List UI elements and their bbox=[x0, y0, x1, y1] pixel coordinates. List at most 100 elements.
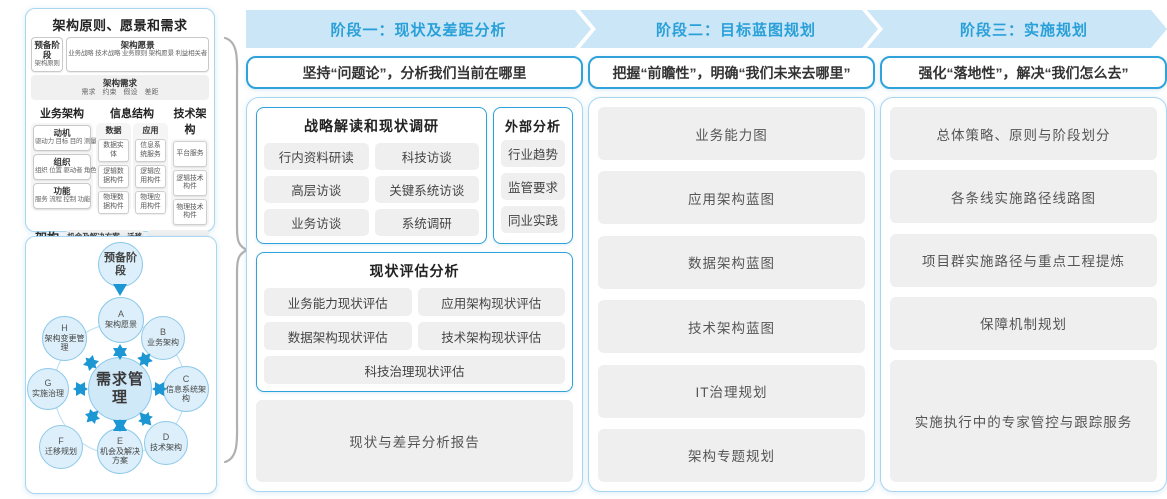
phase-contents: 战略解读和现状调研 行内资料研读 科技访谈 高层访谈 关键系统访谈 业务访谈 系… bbox=[246, 97, 1167, 492]
double-arrow-icon bbox=[138, 411, 153, 427]
wheel-node-a: A 架构愿景 bbox=[98, 297, 144, 343]
survey-item: 关键系统访谈 bbox=[374, 176, 479, 203]
application-subcolumn: 应用 信息系统服务 逻辑应用构件 物理应用构件 bbox=[133, 123, 168, 215]
wheel-node-h: H 架构变更管理 bbox=[42, 316, 87, 361]
architecture-content-panel: 架构原则、愿景和需求 预备阶段 架构原则 架构愿景 业务战略 技术战略 业务原则… bbox=[25, 8, 215, 263]
assessment-title: 现状评估分析 bbox=[369, 263, 460, 279]
data-item: 物理数据构件 bbox=[98, 191, 129, 215]
technology-item: 物理技术构件 bbox=[173, 199, 207, 226]
vision-title: 架构愿景 bbox=[120, 40, 155, 50]
node-letter: F bbox=[58, 436, 64, 447]
node-letter: D bbox=[162, 432, 170, 443]
double-arrow-icon bbox=[84, 408, 101, 425]
wheel-node-d: D 技术架构 bbox=[144, 421, 188, 465]
information-structure-header: 信息结构 bbox=[110, 108, 154, 121]
wheel-prep-circle: 预备阶段 bbox=[98, 242, 143, 287]
requirements-title: 架构需求 bbox=[102, 77, 137, 88]
organization-box: 组织 组织 位置 驱动者 角色 bbox=[33, 154, 97, 181]
technology-architecture-column: 技术架构 平台服务 逻辑技术构件 物理技术构件 bbox=[171, 103, 209, 228]
gap-analysis-report-box: 现状与差异分析报告 bbox=[256, 400, 573, 482]
application-header: 应用 bbox=[142, 126, 159, 136]
phase-2-container: 业务能力图 应用架构蓝图 数据架构蓝图 技术架构蓝图 IT治理规划 架构专题规划 bbox=[588, 97, 875, 492]
phase-taglines: 坚持“问题论”，分析我们当前在哪里 把握“前瞻性”，明确“我们未来去哪里” 强化… bbox=[246, 56, 1167, 89]
double-arrow-icon bbox=[137, 351, 153, 368]
information-structure-column: 信息结构 数据 数据实体 逻辑数据构件 物理数据构件 应用 信息系统服务 逻辑应… bbox=[96, 103, 168, 227]
assessment-box: 现状评估分析 业务能力现状评估 应用架构现状评估 数据架构现状评估 技术架构现状… bbox=[256, 252, 573, 392]
node-letter: E bbox=[116, 435, 123, 446]
phase-1-tagline: 坚持“问题论”，分析我们当前在哪里 bbox=[246, 56, 583, 89]
external-item: 行业趋势 bbox=[501, 140, 565, 167]
assessment-item: 数据架构现状评估 bbox=[264, 322, 412, 350]
phase-3-tagline: 强化“落地性”，解决“我们怎么去” bbox=[880, 56, 1167, 89]
external-item: 同业实践 bbox=[501, 206, 565, 233]
node-letter: G bbox=[44, 378, 52, 389]
phase-3-item: 总体策略、原则与阶段划分 bbox=[890, 107, 1157, 160]
requirements-sub: 需求 约束 假设 差距 bbox=[81, 89, 159, 97]
phase-2-item: 应用架构蓝图 bbox=[598, 171, 865, 225]
organization-title: 组织 bbox=[53, 157, 71, 168]
node-label: 实施治理 bbox=[32, 389, 64, 399]
function-box: 功能 服务 流程 控制 功能 bbox=[33, 183, 91, 210]
wheel-node-f: F 迁移规划 bbox=[39, 425, 83, 469]
prep-phase-box: 预备阶段 架构原则 bbox=[31, 37, 64, 72]
assessment-item: 应用架构现状评估 bbox=[417, 288, 565, 316]
business-architecture-header: 业务架构 bbox=[40, 108, 84, 121]
prep-phase-title: 预备阶段 bbox=[34, 40, 60, 61]
node-letter: A bbox=[117, 309, 124, 320]
adm-wheel-panel: 预备阶段 A 架构愿景 B 业务架构 C 信息系统架构 D 技术架构 E 机会及… bbox=[25, 236, 217, 494]
node-label: 机会及解决方案 bbox=[100, 446, 140, 465]
assessment-item: 技术架构现状评估 bbox=[417, 322, 565, 350]
survey-item: 高层访谈 bbox=[264, 176, 369, 203]
node-label: 信息系统架构 bbox=[166, 384, 206, 403]
node-label: 迁移规划 bbox=[45, 447, 77, 457]
survey-item: 科技访谈 bbox=[374, 143, 479, 170]
node-letter: B bbox=[159, 327, 166, 338]
phase-1-ribbon: 阶段一：现状及差距分析 bbox=[246, 10, 591, 48]
phase-2-ribbon: 阶段二：目标蓝图规划 bbox=[580, 10, 878, 48]
phases-area: 阶段一：现状及差距分析 阶段二：目标蓝图规划 阶段三：实施规划 坚持“问题论”，… bbox=[246, 10, 1167, 492]
organization-sub: 组织 位置 驱动者 角色 bbox=[35, 167, 97, 175]
survey-item: 业务访谈 bbox=[264, 209, 369, 236]
technology-item: 平台服务 bbox=[173, 141, 207, 168]
motivation-title: 动机 bbox=[53, 128, 71, 139]
phase-2-item: 业务能力图 bbox=[598, 107, 865, 160]
vision-sub: 业务战略 技术战略 业务原则 架构愿景 利益相关者 bbox=[68, 50, 207, 58]
phase-3-container: 总体策略、原则与阶段划分 各条线实施路径线路图 项目群实施路径与重点工程提炼 保… bbox=[880, 97, 1167, 492]
requirements-box: 架构需求 需求 约束 假设 差距 bbox=[31, 74, 209, 101]
data-item: 逻辑数据构件 bbox=[98, 165, 129, 189]
external-item: 监管要求 bbox=[501, 173, 565, 200]
double-arrow-icon bbox=[82, 354, 100, 372]
phase-2-item: 架构专题规划 bbox=[598, 428, 865, 482]
wheel-center-circle: 需求管理 bbox=[88, 357, 152, 421]
phase-3-ribbon: 阶段三：实施规划 bbox=[867, 10, 1167, 48]
panel-title: 架构原则、愿景和需求 bbox=[52, 18, 188, 33]
external-analysis-title: 外部分析 bbox=[504, 119, 561, 134]
phase-3-item-tall: 实施执行中的专家管控与跟踪服务 bbox=[890, 360, 1157, 482]
technology-item: 逻辑技术构件 bbox=[173, 170, 207, 197]
node-letter: C bbox=[182, 373, 190, 384]
phase-2-item: IT治理规划 bbox=[598, 364, 865, 418]
node-label: 业务架构 bbox=[147, 338, 179, 348]
node-letter: H bbox=[61, 323, 68, 334]
vision-box: 架构愿景 业务战略 技术战略 业务原则 架构愿景 利益相关者 bbox=[66, 37, 209, 72]
node-label: 技术架构 bbox=[150, 443, 182, 453]
application-item: 逻辑应用构件 bbox=[135, 165, 166, 189]
assessment-item-wide: 科技治理现状评估 bbox=[264, 356, 565, 384]
application-item: 信息系统服务 bbox=[135, 139, 166, 163]
survey-title: 战略解读和现状调研 bbox=[304, 118, 439, 134]
technology-card: 平台服务 逻辑技术构件 物理技术构件 bbox=[171, 139, 209, 228]
wheel-node-g: G 实施治理 bbox=[27, 368, 69, 410]
application-item: 物理应用构件 bbox=[135, 191, 166, 215]
wheel-node-b: B 业务架构 bbox=[141, 316, 185, 360]
function-title: 功能 bbox=[53, 186, 71, 197]
phase-3-item: 项目群实施路径与重点工程提炼 bbox=[890, 233, 1157, 287]
wheel-node-c: C 信息系统架构 bbox=[163, 366, 209, 412]
phase-3-item: 保障机制规划 bbox=[890, 296, 1157, 350]
phase-1-container: 战略解读和现状调研 行内资料研读 科技访谈 高层访谈 关键系统访谈 业务访谈 系… bbox=[246, 97, 583, 492]
phase-ribbon: 阶段一：现状及差距分析 阶段二：目标蓝图规划 阶段三：实施规划 bbox=[246, 10, 1167, 48]
motivation-box: 动机 驱动力 目标 目的 测量 bbox=[33, 125, 97, 152]
data-item: 数据实体 bbox=[98, 139, 129, 163]
function-sub: 服务 流程 控制 功能 bbox=[35, 196, 91, 204]
motivation-sub: 驱动力 目标 目的 测量 bbox=[35, 138, 97, 146]
survey-box: 战略解读和现状调研 行内资料研读 科技访谈 高层访谈 关键系统访谈 业务访谈 系… bbox=[256, 107, 487, 244]
